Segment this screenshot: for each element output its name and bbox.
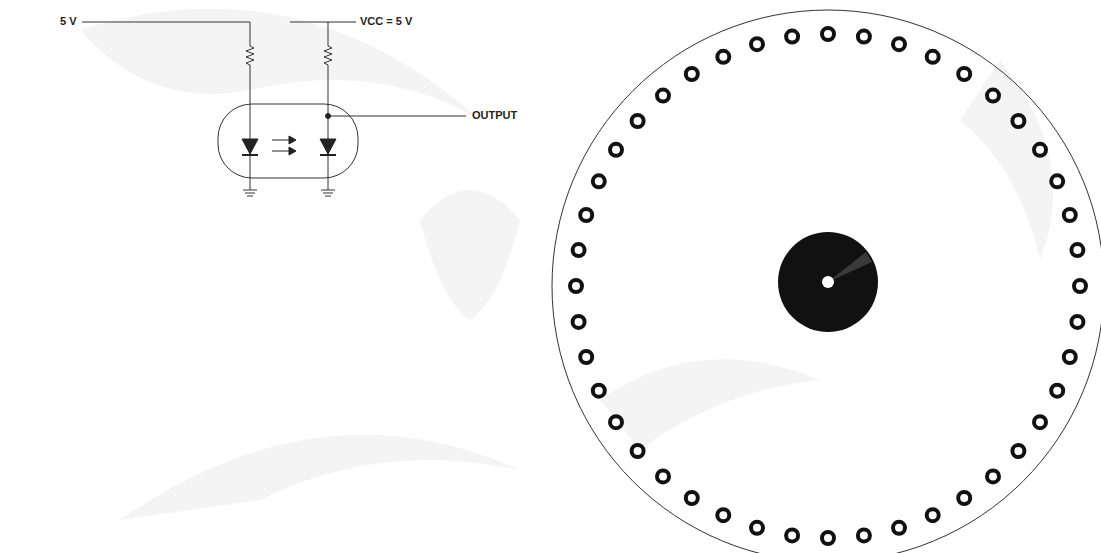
encoder-hole — [1034, 416, 1046, 428]
encoder-hole — [822, 532, 834, 544]
encoder-hole — [1071, 244, 1083, 256]
encoder-hole — [1074, 280, 1086, 292]
encoder-hole — [1012, 115, 1024, 127]
encoder-hole — [1012, 445, 1024, 457]
encoder-hole — [610, 144, 622, 156]
encoder-hole — [786, 529, 798, 541]
encoder-hole — [893, 522, 905, 534]
encoder-hole — [686, 68, 698, 80]
signal-label: OUTPUT — [472, 110, 517, 121]
encoder-hole — [593, 385, 605, 397]
encoder-hole — [958, 68, 970, 80]
encoder-hole — [927, 51, 939, 63]
encoder-hole — [987, 470, 999, 482]
encoder-hole — [570, 280, 582, 292]
encoder-hole — [1064, 351, 1076, 363]
encoder-hole — [1051, 175, 1063, 187]
encoder-hole — [657, 90, 669, 102]
encoder-hole — [927, 509, 939, 521]
encoder-hole — [573, 316, 585, 328]
encoder-hole — [657, 470, 669, 482]
encoder-hole — [717, 509, 729, 521]
encoder-hole — [580, 351, 592, 363]
encoder-hole — [822, 28, 834, 40]
signal-label: VCC = 5 V — [360, 16, 412, 27]
encoder-hole — [610, 416, 622, 428]
encoder-hole — [593, 175, 605, 187]
signal-label: 5 V — [60, 16, 77, 27]
encoder-hole — [1034, 144, 1046, 156]
encoder-hole — [751, 522, 763, 534]
encoder-hole — [786, 31, 798, 43]
encoder-hole — [632, 115, 644, 127]
encoder-hole — [632, 445, 644, 457]
encoder-hole — [573, 244, 585, 256]
encoder-hole — [580, 209, 592, 221]
encoder-hole — [1071, 316, 1083, 328]
encoder-hole — [751, 38, 763, 50]
encoder-hole — [686, 492, 698, 504]
encoder-hole — [717, 51, 729, 63]
encoder-hole — [858, 529, 870, 541]
encoder-hole — [1064, 209, 1076, 221]
encoder-hole — [958, 492, 970, 504]
encoder-hole — [893, 38, 905, 50]
encoder-hole — [858, 31, 870, 43]
encoder-hole — [987, 90, 999, 102]
encoder-hole — [1051, 385, 1063, 397]
